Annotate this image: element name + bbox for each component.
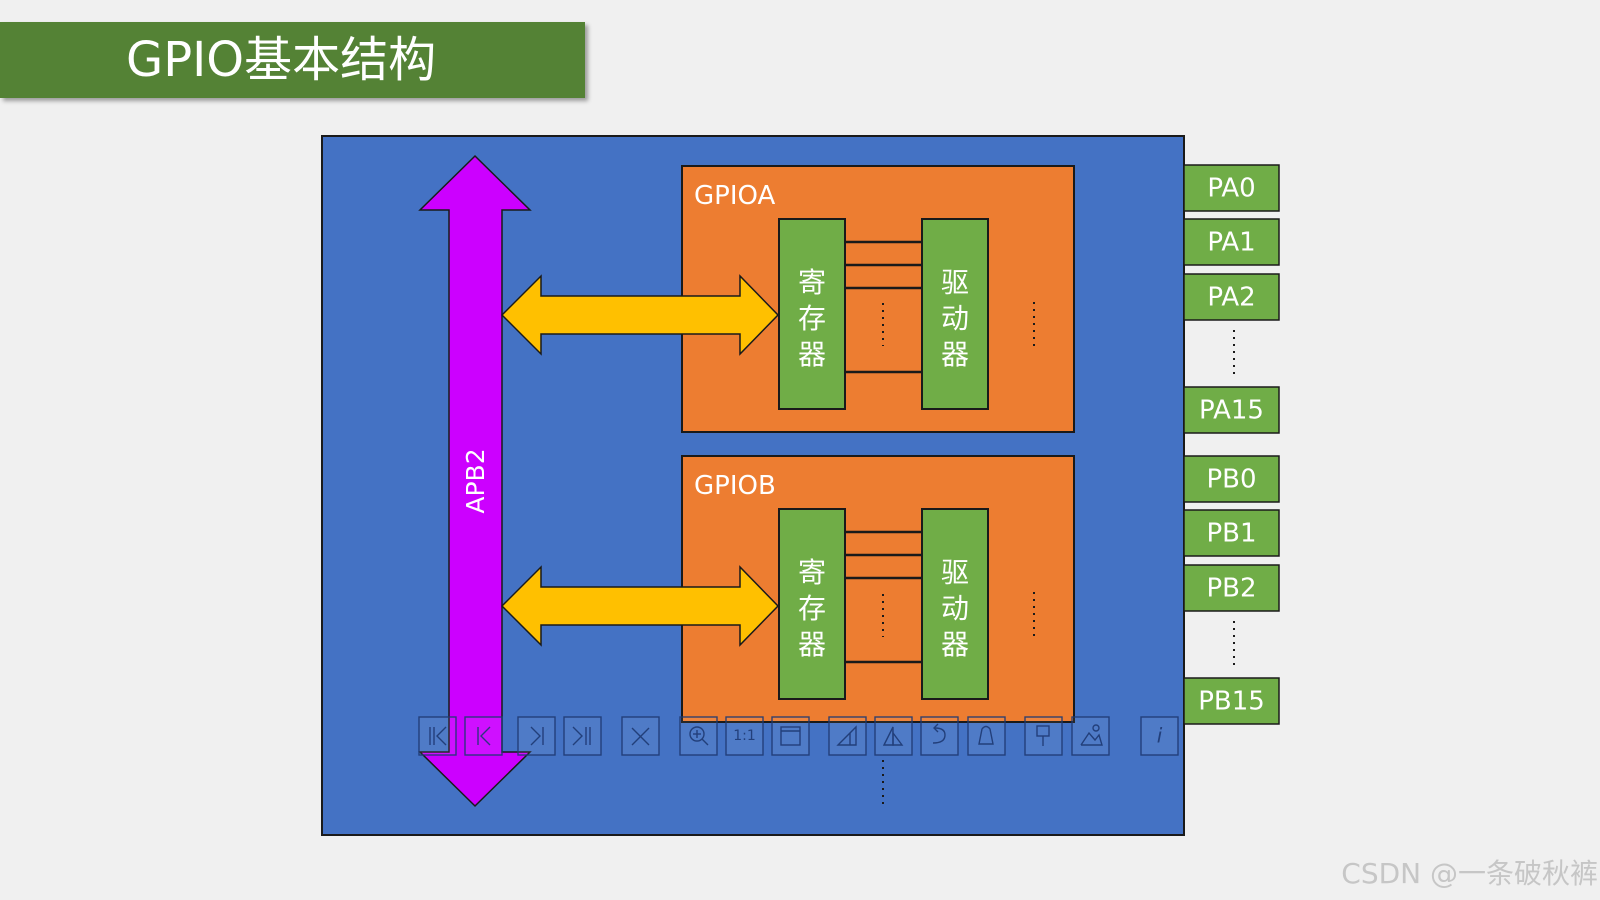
gpiob-register-block [778,508,846,700]
first-image-button[interactable] [418,716,457,756]
pin-label: PA2 [1207,283,1255,313]
apb2-bus-label: APB2 [461,448,490,513]
gpioa-port-label: GPIOA [694,181,776,211]
pin-button[interactable] [1024,716,1063,756]
pin-pb1: PB1 [1183,509,1280,557]
pin-label: PB2 [1206,574,1256,604]
pin-icon [1036,725,1050,746]
bell-icon [978,725,994,745]
flip-horizontal-icon [836,725,857,746]
last-image-button[interactable] [563,716,602,756]
pin-label: PB0 [1206,465,1256,495]
pin-pb2: PB2 [1183,564,1280,612]
pin-pa2: PA2 [1183,273,1280,321]
step-back-icon [477,726,491,746]
zoom-in-button[interactable] [679,716,718,756]
actual-size-button[interactable]: 1:1 [725,716,764,756]
fit-window-icon [780,726,801,746]
previous-image-button[interactable] [464,716,503,756]
rotate-button[interactable] [920,716,959,756]
apb2-bus-arrow [418,154,532,808]
skip-first-icon [429,726,447,746]
pin-pb15: PB15 [1183,677,1280,725]
pin-label: PB1 [1206,519,1256,549]
fit-window-button[interactable] [771,716,810,756]
gpioa-signal-lines [845,240,922,374]
close-button[interactable] [621,716,660,756]
pin-pa1: PA1 [1183,218,1280,266]
info-icon: i [1157,724,1163,748]
pin-label: PB15 [1198,687,1265,717]
image-edit-icon [1080,724,1103,746]
pin-label: PA1 [1207,228,1255,258]
gpiob-register-label: 寄存器 [798,556,826,661]
gpioa-port: GPIOA 寄存器 驱动器 [500,165,1075,433]
gpiob-port-label: GPIOB [694,471,776,501]
image-viewer-toolbar: 1:1 i [418,716,1179,756]
effect-button[interactable] [967,716,1006,756]
slide-title: GPIO基本结构 [126,32,437,88]
gpiob-port: GPIOB 寄存器 驱动器 [500,455,1075,723]
step-forward-icon [530,726,544,746]
pin-label: PA0 [1207,174,1255,204]
gpioa-driver-label: 驱动器 [941,266,969,371]
gpiob-signal-lines [845,530,922,664]
edit-image-button[interactable] [1071,716,1110,756]
watermark: CSDN @一条破秋裤 [1341,857,1598,890]
title-bar: GPIO基本结构 [0,22,585,98]
flip-vertical-icon [882,726,904,746]
rotate-icon [932,723,946,744]
gpiob-driver-block [921,508,989,700]
pin-pa15: PA15 [1183,386,1280,434]
zoom-in-icon [689,726,709,746]
flip-vertical-button[interactable] [874,716,913,756]
gpioa-register-label: 寄存器 [798,266,826,371]
info-button[interactable]: i [1140,716,1179,756]
gpiob-driver-label: 驱动器 [941,556,969,661]
flip-horizontal-button[interactable] [828,716,867,756]
pin-label: PA15 [1199,396,1264,426]
close-icon [631,727,650,746]
gpioa-driver-block [921,218,989,410]
pin-pa0: PA0 [1183,164,1280,212]
pin-column: PA0 PA1 PA2 PA15 PB0 PB1 PB2 [1183,164,1280,725]
gpioa-register-block [778,218,846,410]
skip-last-icon [572,726,591,746]
actual-size-icon: 1:1 [733,728,756,744]
pin-pb0: PB0 [1183,455,1280,503]
next-image-button[interactable] [517,716,556,756]
